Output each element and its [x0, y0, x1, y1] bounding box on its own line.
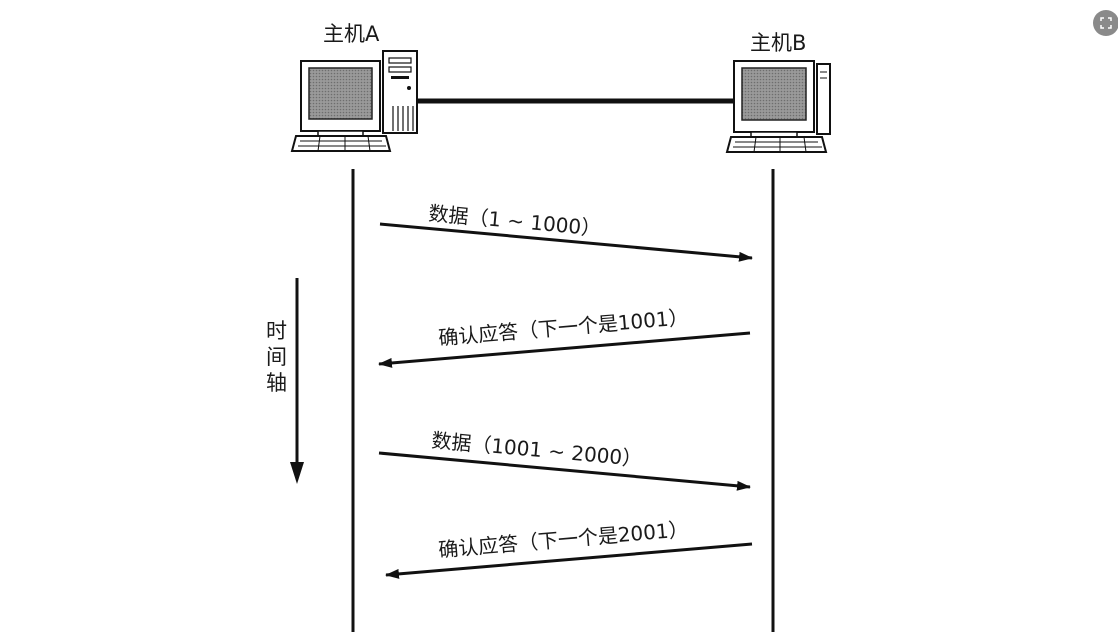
time-axis-arrowhead	[290, 462, 304, 484]
time-axis-char-1: 时	[266, 319, 287, 343]
host-b-computer-icon	[725, 60, 831, 153]
host-a-computer-icon	[290, 50, 418, 152]
message-label-2: 确认应答（下一个是1001）	[437, 305, 689, 350]
time-axis-char-2: 间	[266, 345, 287, 369]
message-label-4: 确认应答（下一个是2001）	[437, 517, 689, 562]
message-label-3: 数据（1001 ~ 2000）	[431, 428, 644, 471]
expand-button[interactable]	[1093, 10, 1118, 36]
host-a-label: 主机A	[323, 22, 380, 46]
expand-icon	[1100, 17, 1112, 29]
time-axis-char-3: 轴	[266, 371, 287, 395]
message-arrow-1	[379, 222, 753, 262]
message-label-1: 数据（1 ~ 1000）	[428, 201, 603, 241]
message-arrow-3	[378, 451, 751, 491]
message-arrow-2	[378, 331, 751, 368]
message-arrow-4	[385, 542, 753, 579]
host-b-label: 主机B	[750, 31, 806, 55]
